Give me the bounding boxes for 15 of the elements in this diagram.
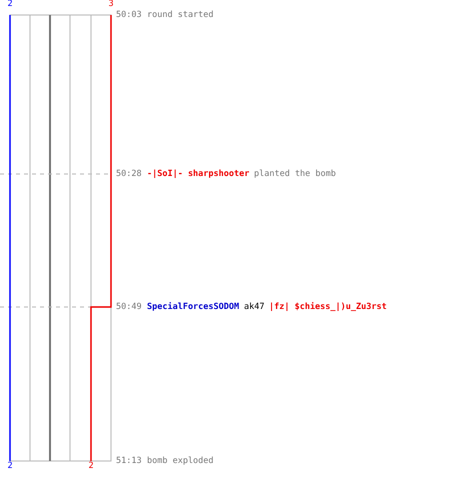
- count-label: 2: [88, 461, 94, 471]
- time-label: 50:49: [116, 302, 142, 312]
- time-label: 50:28: [116, 169, 142, 179]
- weapon-name: ak47: [244, 302, 264, 312]
- event-text: planted the bomb: [254, 169, 336, 179]
- event-text: bomb exploded: [147, 456, 214, 466]
- time-label: 50:03: [116, 10, 142, 20]
- count-label: 2: [8, 0, 13, 9]
- player-name: |fz| $chiess_|)u_Zu3rst: [269, 302, 387, 312]
- count-label: 3: [108, 0, 114, 9]
- player-name: -|SoI|- sharpshooter: [147, 169, 250, 179]
- player-name: SpecialForcesSODOM: [147, 302, 240, 312]
- time-label: 51:13: [116, 456, 142, 466]
- event-text: round started: [147, 10, 214, 20]
- count-label: 2: [8, 461, 13, 471]
